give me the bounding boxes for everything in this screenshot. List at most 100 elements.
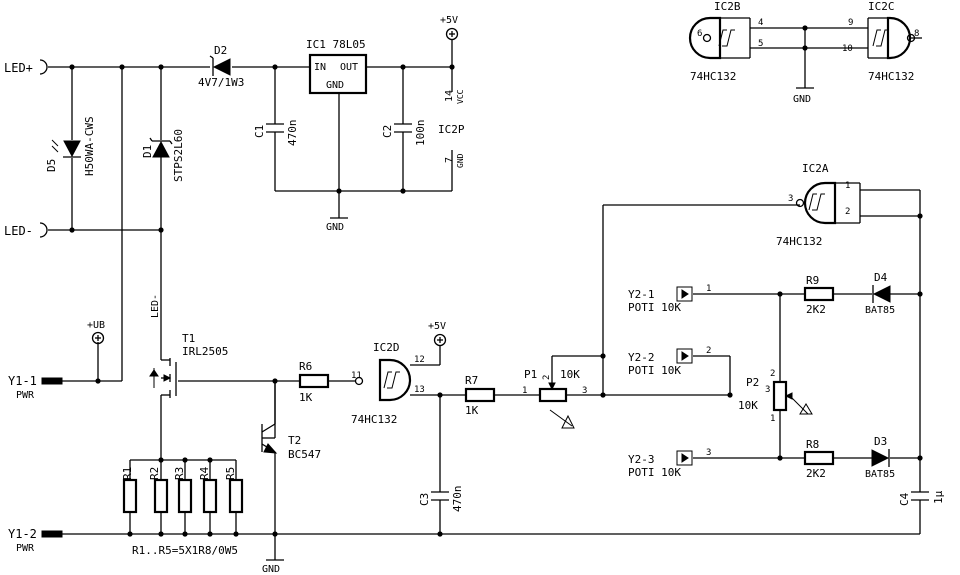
d3-value: BAT85: [865, 469, 895, 480]
regulator-ic1: IC1 78L05 IN OUT GND: [306, 38, 368, 95]
ic2b-chip: 74HC132: [690, 70, 736, 83]
transistor-t2: T2 BC547: [261, 381, 321, 470]
p1-pin1: 1: [522, 386, 527, 396]
r-pack-label: R1..R5=5X1R8/0W5: [132, 544, 238, 557]
d2-value: 4V7/1W3: [198, 76, 244, 89]
c1-value: 470n: [286, 120, 299, 147]
p2-label: P2: [746, 376, 759, 389]
ic2p-pin14: 14: [444, 90, 455, 102]
c4-label: C4: [898, 492, 911, 506]
capacitor-c2: C2 100n: [381, 120, 427, 147]
ic2b-pin6: 6: [697, 29, 702, 39]
ic1-out-label: OUT: [340, 62, 358, 73]
ic2b-label: IC2B: [714, 0, 741, 13]
ic2a-chip: 74HC132: [776, 235, 822, 248]
connector-led-minus: LED-: [4, 222, 48, 238]
ic2c-pin10: 10: [842, 44, 853, 54]
capacitor-c4: C4 1μ: [898, 490, 945, 506]
ic1-gnd-label: GND: [326, 80, 344, 91]
connector-y2-2: Y2-2 POTI 10K 2: [628, 346, 711, 377]
ic2c-pin8: 8: [914, 29, 919, 39]
ic2p-gnd: GND: [456, 153, 465, 168]
connector-y2-3: Y2-3 POTI 10K 3: [628, 448, 711, 479]
r8-label: R8: [806, 438, 819, 451]
r2-label: R2: [148, 467, 161, 480]
connector-y1-1: Y1-1 PWR: [8, 374, 63, 401]
diode-d3: D3 BAT85: [865, 435, 895, 480]
c4-value: 1μ: [932, 490, 945, 504]
d3-label: D3: [874, 435, 887, 448]
y1-1-label: Y1-1: [8, 374, 37, 388]
y2-1-pin: 1: [706, 284, 711, 294]
resistor-r7: R7 1K: [464, 374, 496, 417]
gate-ic2d: IC2D 74HC132 11 12 13: [351, 341, 425, 426]
p2-value: 10K: [738, 399, 758, 412]
r7-label: R7: [465, 374, 478, 387]
r6-value: 1K: [299, 391, 313, 404]
ic2p-pin7: 7: [444, 157, 455, 163]
d1-label: D1: [141, 145, 154, 158]
r5-label: R5: [224, 467, 237, 480]
t2-label: T2: [288, 434, 301, 447]
p2-pin3: 3: [765, 385, 770, 395]
ic2a-pin3: 3: [788, 194, 793, 204]
y2-2-poti-label: POTI 10K: [628, 364, 681, 377]
plus-ub-symbol: +UB: [87, 320, 105, 345]
junction-dots: [69, 25, 923, 537]
ic2c-chip: 74HC132: [868, 70, 914, 83]
r7-value: 1K: [465, 404, 479, 417]
r1-label: R1: [121, 467, 134, 480]
d4-label: D4: [874, 271, 888, 284]
plus5v-label: +5V: [440, 15, 458, 26]
capacitor-c3: C3 470n: [418, 486, 464, 513]
gate-ic2b: IC2B 74HC132 6 4 5: [688, 0, 763, 83]
p2-pin2: 2: [770, 369, 775, 379]
ic1-in-label: IN: [314, 62, 326, 73]
d1-value: STPS2L60: [172, 129, 185, 182]
resistor-r6: R6 1K: [298, 360, 330, 404]
plus5v-top: +5V: [440, 15, 459, 41]
d4-value: BAT85: [865, 305, 895, 316]
y2-1-label: Y2-1: [628, 288, 655, 301]
r6-label: R6: [299, 360, 312, 373]
r9-label: R9: [806, 274, 819, 287]
ic1-label: IC1 78L05: [306, 38, 366, 51]
resistor-r9: R9 2K2: [803, 274, 835, 316]
zener-d2: D2 4V7/1W3: [198, 44, 244, 89]
y2-1-poti-label: POTI 10K: [628, 301, 681, 314]
c1-label: C1: [253, 125, 266, 138]
r3-label: R3: [173, 467, 186, 480]
y2-2-pin: 2: [706, 346, 711, 356]
gate-ic2a: IC2A 74HC132 3 1 2: [776, 162, 861, 248]
ic2d-label: IC2D: [373, 341, 400, 354]
t1-label: T1: [182, 332, 195, 345]
plus-ub-label: +UB: [87, 320, 105, 331]
t1-value: IRL2505: [182, 345, 228, 358]
mosfet-t1: T1 IRL2505: [149, 332, 228, 398]
gate-ic2c: IC2C 74HC132 9 10 8: [842, 0, 919, 83]
y2-3-poti-label: POTI 10K: [628, 466, 681, 479]
y1-2-pwr-label: PWR: [16, 543, 35, 554]
capacitor-c1: C1 470n: [253, 120, 299, 147]
d2-label: D2: [214, 44, 227, 57]
gnd-label-t2: GND: [262, 564, 280, 575]
wires: [48, 27, 922, 561]
ic2a-pin2: 2: [845, 207, 850, 217]
led-minus-label: LED-: [4, 224, 33, 238]
y2-3-label: Y2-3: [628, 453, 655, 466]
ic2p-power: 14 VCC IC2P 7 GND: [438, 89, 465, 168]
y2-3-pin: 3: [706, 448, 711, 458]
ic2d-pin11: 11: [351, 371, 362, 381]
ic2c-label: IC2C: [868, 0, 895, 13]
gnd-label-ic2bc: GND: [793, 94, 811, 105]
ic2d-chip: 74HC132: [351, 413, 397, 426]
y1-2-label: Y1-2: [8, 527, 37, 541]
diode-d4: D4 BAT85: [865, 271, 895, 316]
ic2a-pin1: 1: [845, 181, 850, 191]
p2-pin1: 1: [770, 414, 775, 424]
p1-label: P1: [524, 368, 537, 381]
plus5v-ic2d: +5V: [428, 321, 447, 347]
d5-label: D5: [45, 159, 58, 172]
ic2p-vcc: VCC: [456, 89, 465, 104]
